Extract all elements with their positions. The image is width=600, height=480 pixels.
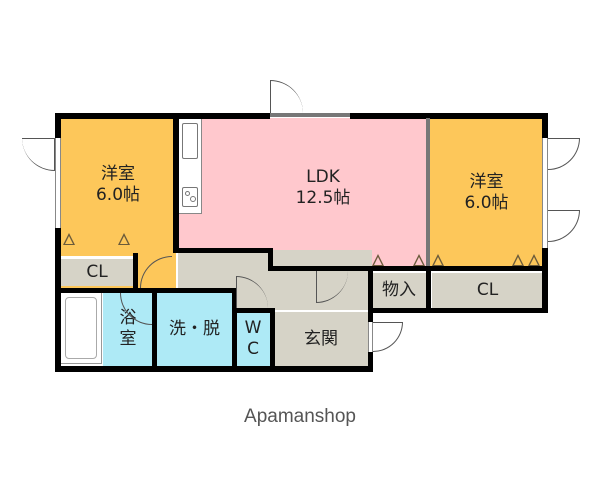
room-name: 洋室 (101, 164, 135, 184)
wall-top-left (55, 113, 270, 119)
closet-right[interactable]: CL (432, 270, 543, 308)
closet-left[interactable]: CL (60, 256, 134, 286)
door-right-exterior-2[interactable] (548, 210, 580, 242)
room-name-line1: W (244, 318, 262, 338)
wall-ldk-bottom-left (173, 248, 272, 253)
room-size: 6.0帖 (95, 185, 141, 205)
wall-top-right (350, 113, 548, 119)
window-left (55, 138, 61, 228)
wall-kitchen-divider (173, 113, 179, 253)
wall-ldk-bottom-right (268, 266, 548, 271)
wall-wash-wc (232, 288, 237, 370)
room-size: 12.5帖 (295, 188, 351, 208)
bathtub-inner (65, 297, 97, 359)
room-name: CL (476, 280, 499, 300)
door-entrance[interactable] (373, 322, 403, 352)
sink-icon (182, 123, 198, 159)
room-name-line2: 室 (119, 329, 137, 349)
storage-door-marker (372, 254, 384, 266)
closet-door-marker (528, 254, 540, 266)
toilet[interactable]: W C (236, 312, 270, 366)
kitchen-counter (178, 118, 202, 214)
room-name: 洗・脱 (169, 318, 220, 339)
western-room-right-fill (430, 118, 543, 268)
hallway-step-fill (178, 250, 270, 270)
bathtub (60, 292, 102, 364)
western-room-left[interactable]: 洋室 6.0帖 (60, 118, 176, 252)
room-name: 玄関 (304, 328, 338, 349)
sliding-door-ldk-right (426, 118, 430, 268)
room-size: 6.0帖 (464, 193, 509, 213)
entrance-door-gap (368, 322, 373, 352)
ldk[interactable]: LDK 12.5帖 (178, 118, 428, 258)
closet-door-marker (512, 254, 524, 266)
entrance[interactable]: 玄関 (273, 312, 369, 366)
door-left-exterior[interactable] (22, 138, 55, 171)
window-top (270, 113, 350, 117)
wall-closet-bottom (368, 308, 548, 313)
storage[interactable]: 物入 (372, 270, 426, 308)
closet-door-marker (63, 233, 75, 245)
wall-wc-top (232, 308, 272, 313)
wall-closet-left-right (133, 253, 138, 291)
wall-storage-left (368, 266, 373, 370)
wall-wc-entrance (270, 308, 275, 370)
wall-left (55, 113, 61, 371)
brand-label: Apamanshop (244, 406, 356, 427)
window-right (542, 138, 548, 248)
room-name-line2: C (247, 339, 259, 359)
western-room-right[interactable]: 洋室 6.0帖 (430, 118, 543, 268)
door-top[interactable] (270, 80, 303, 113)
door-right-exterior-1[interactable] (548, 138, 580, 170)
room-name: 洋室 (469, 172, 504, 192)
stove-icon (182, 187, 198, 207)
washroom[interactable]: 洗・脱 (157, 292, 232, 366)
wall-bath-wash (152, 288, 157, 370)
room-name: 物入 (382, 280, 416, 300)
room-name: CL (86, 262, 108, 282)
wall-ldk-step (268, 248, 273, 270)
closet-door-marker (118, 233, 130, 245)
wall-middle-horizontal (55, 288, 235, 293)
closet-door-marker (432, 254, 444, 266)
ldk-fill (178, 118, 428, 250)
wall-bottom (55, 366, 373, 372)
storage-door-marker (413, 254, 425, 266)
room-name: LDK (306, 167, 340, 187)
wall-storage-right (426, 266, 431, 312)
